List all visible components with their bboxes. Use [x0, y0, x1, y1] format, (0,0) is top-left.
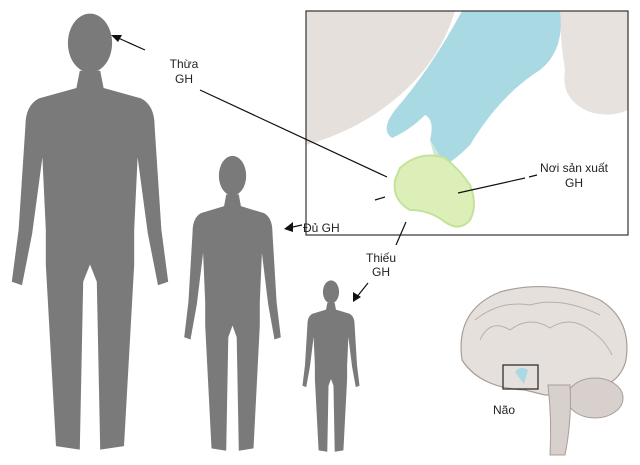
pituitary-gland [393, 154, 475, 228]
brainstem [547, 384, 571, 456]
cerebellum [566, 377, 624, 419]
label-deficient-gh: GH [372, 265, 390, 279]
label-brain: Não [493, 403, 515, 417]
tall-person-silhouette [11, 13, 169, 450]
arrowheads [111, 35, 361, 302]
leader-lines [115, 36, 538, 299]
label-normal: Đủ GH [303, 221, 340, 235]
arrow-excess-icon [111, 35, 122, 42]
pituitary-inset [305, 10, 629, 236]
label-excess: Thừa [170, 57, 199, 71]
brain-tissue-right [560, 11, 628, 115]
normal-person-silhouette [184, 155, 281, 451]
label-production-site-gh: GH [565, 176, 583, 190]
hypothalamus [386, 11, 561, 165]
short-person-silhouette [302, 280, 360, 452]
arrow-deficient-icon [353, 292, 361, 302]
label-production-site: Nơi sản xuất [540, 161, 609, 175]
arrow-normal-icon [284, 222, 293, 232]
inset-marker-box [502, 364, 539, 390]
label-deficient: Thiếu [366, 251, 396, 265]
label-excess-gh: GH [175, 72, 193, 86]
brain-tissue-left [306, 11, 455, 145]
brain-thumbnail [460, 285, 628, 456]
